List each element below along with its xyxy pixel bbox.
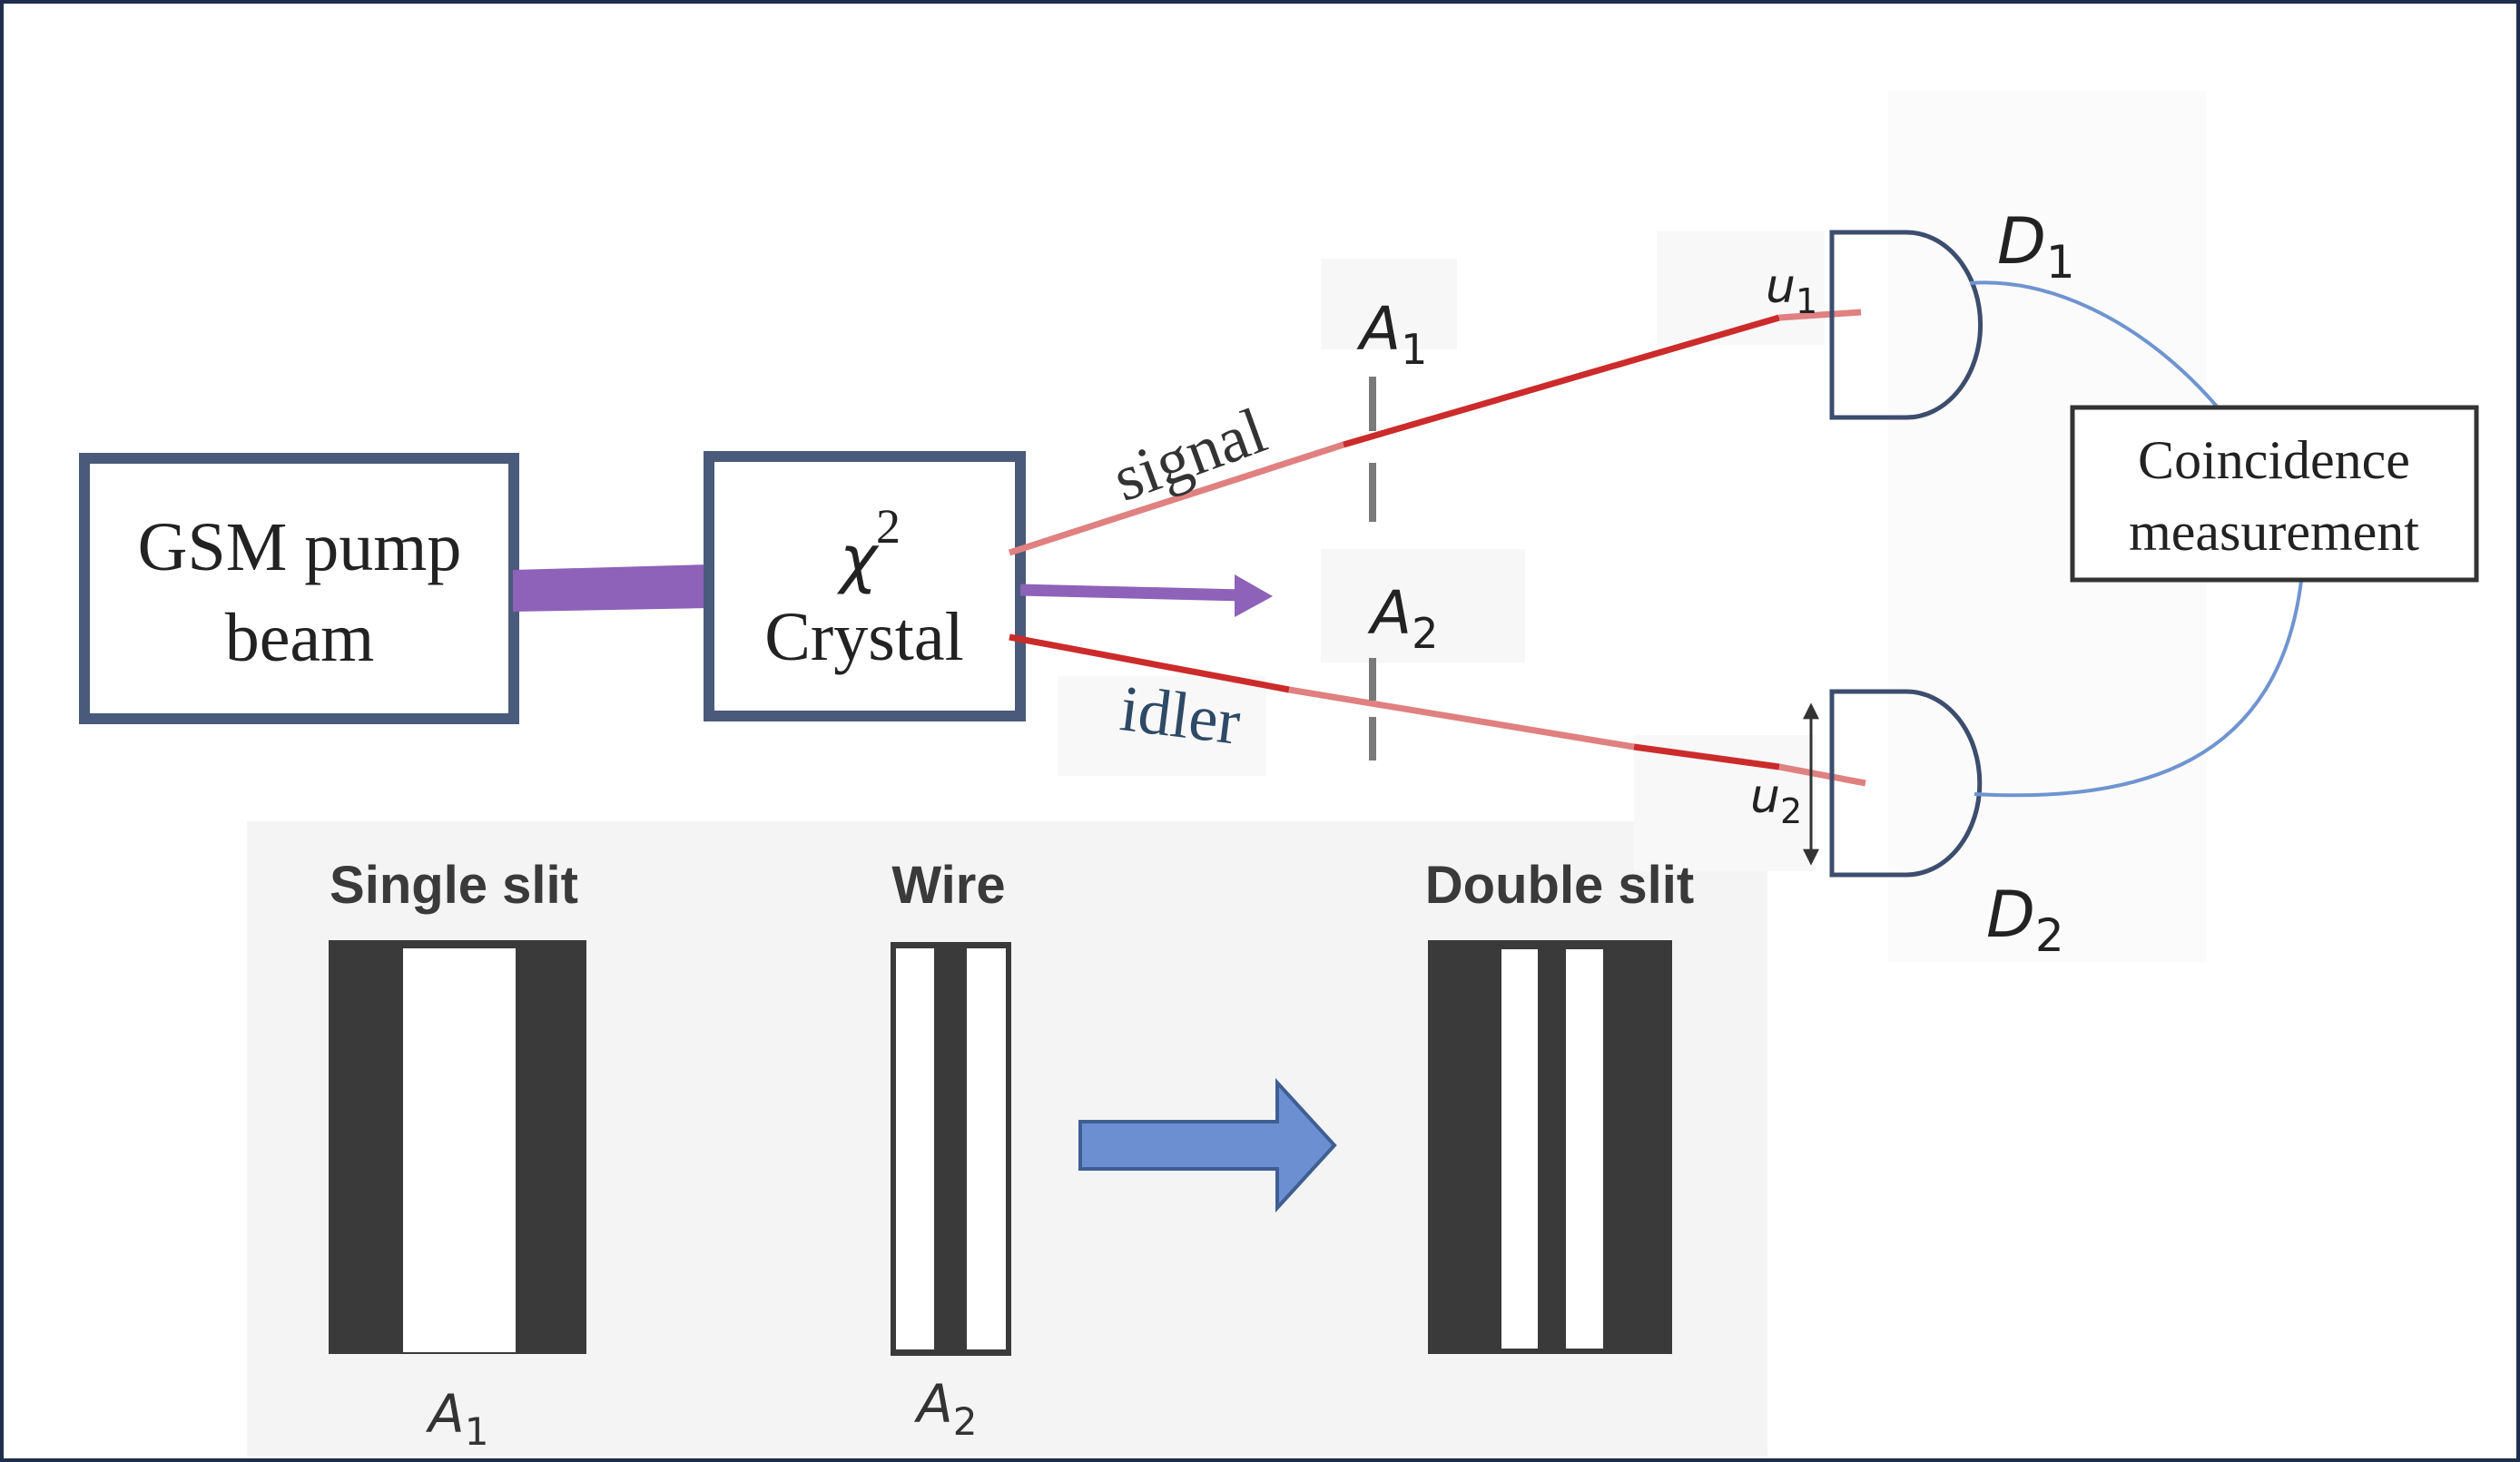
wire-opening-right <box>967 948 1006 1349</box>
signal-beam-b <box>1343 314 1780 448</box>
residual-pump-line <box>1019 584 1245 602</box>
single-slit-opening <box>403 948 516 1352</box>
detector-d2 <box>1829 689 1983 878</box>
detector-d2-label: D2 <box>1986 878 2064 962</box>
detector-u2-label: u2 <box>1750 770 1802 831</box>
single-slit-title: Single slit <box>330 856 578 915</box>
right-block-arrow-icon <box>1078 1077 1337 1213</box>
coincidence-box <box>2070 405 2479 583</box>
idler-label: idler <box>1117 672 1245 758</box>
crystal-superscript: 2 <box>876 499 901 554</box>
double-slit-title: Double slit <box>1425 856 1694 915</box>
idler-beam-a <box>1009 633 1290 693</box>
coincidence-label-line2: measurement <box>2129 502 2419 562</box>
pump-box <box>79 453 519 724</box>
detector-d1-label: D1 <box>1997 204 2075 289</box>
aperture-a2-label: A2 <box>1367 578 1438 658</box>
double-slit-mask <box>1428 940 1672 1354</box>
detector-d1 <box>1829 230 1984 420</box>
cable-d2 <box>1974 580 2303 798</box>
crystal-label: Crystal <box>764 599 964 675</box>
idler-beam-b <box>1288 686 1635 751</box>
aperture-a1-label: A1 <box>1356 294 1427 374</box>
pump-beam <box>513 564 710 612</box>
idler-label-panel <box>1058 676 1266 776</box>
crystal-symbol: χ <box>836 522 880 596</box>
a1-label-panel <box>1321 259 1457 349</box>
double-slit-opening-right <box>1566 949 1603 1349</box>
idler-beam-c <box>1633 743 1780 770</box>
wire-label: A2 <box>913 1373 977 1444</box>
signal-beam-a <box>1008 441 1345 556</box>
wire-title: Wire <box>891 856 1005 915</box>
wire-opening-left <box>896 948 934 1349</box>
residual-pump-arrowhead <box>1235 574 1273 617</box>
a2-label-panel <box>1321 549 1525 662</box>
idler-beam-d <box>1778 763 1866 787</box>
coincidence-label-line1: Coincidence <box>2138 430 2410 490</box>
pump-box-label-line1: GSM pump <box>138 509 462 585</box>
signal-beam-c <box>1778 309 1862 321</box>
detector-u1-label: u1 <box>1766 260 1817 321</box>
crystal-box <box>704 451 1026 721</box>
pump-box-label-line2: beam <box>225 600 375 676</box>
double-slit-opening-left <box>1501 949 1538 1349</box>
single-slit-label: A1 <box>425 1383 488 1454</box>
